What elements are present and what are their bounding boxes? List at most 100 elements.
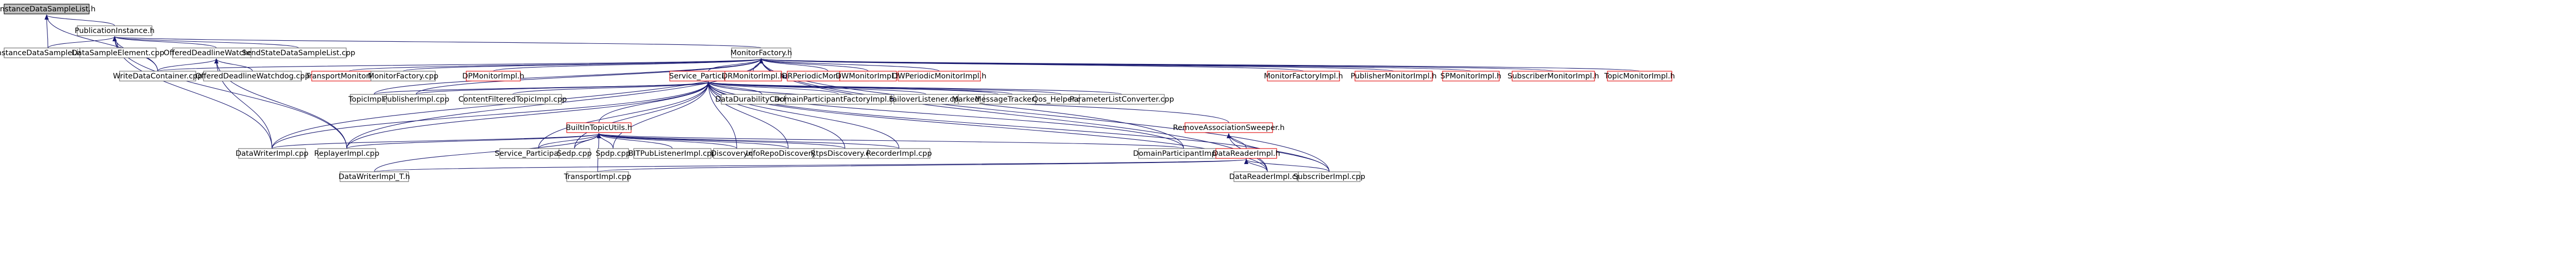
file-node-box xyxy=(463,94,562,105)
file-node-sub-cpp[interactable]: SubscriberImpl.cpp xyxy=(1293,171,1365,182)
file-node-box xyxy=(724,71,782,82)
file-node-box xyxy=(386,94,446,105)
file-node-box xyxy=(597,148,629,159)
file-node-ti-cpp[interactable]: TransportImpl.cpp xyxy=(564,171,632,182)
include-edge xyxy=(706,82,845,149)
file-node-pub-cpp[interactable]: PublisherImpl.cpp xyxy=(383,94,449,105)
file-node-label: OfferedDeadlineWatchdog.h xyxy=(164,49,269,57)
file-node-box xyxy=(785,94,892,105)
file-node-label: DWPeriodicMonitorImpl.h xyxy=(892,72,986,80)
file-node-box xyxy=(238,148,306,159)
file-node-box xyxy=(839,71,897,82)
include-edge xyxy=(346,133,601,149)
file-node-rep-cpp[interactable]: ReplayerImpl.cpp xyxy=(314,148,380,159)
file-node-odw-cpp[interactable]: OfferedDeadlineWatchdog.cpp xyxy=(195,71,310,82)
file-node-label: DRMonitorImpl.h xyxy=(722,72,785,80)
file-node-dse-cpp[interactable]: DataSampleElement.cpp xyxy=(72,47,164,58)
file-node-dwpmi-h: DWPeriodicMonitorImpl.h xyxy=(892,71,987,82)
file-node-inforepo-cpp[interactable]: InfoRepoDiscovery.cpp xyxy=(746,148,831,159)
include-edge xyxy=(44,14,115,26)
include-edge xyxy=(597,133,845,149)
file-node-box xyxy=(1354,71,1433,82)
file-node-odw-h[interactable]: OfferedDeadlineWatchdog.h xyxy=(164,47,269,58)
file-node-label: InfoRepoDiscovery.cpp xyxy=(746,150,831,158)
file-node-box xyxy=(868,148,930,159)
file-node-label: DPMonitorImpl.h xyxy=(462,72,524,80)
file-node-bitu-h: BuiltInTopicUtils.h xyxy=(566,122,632,133)
include-edge xyxy=(597,133,789,149)
file-node-fl-cpp[interactable]: FailoverListener.cpp xyxy=(889,94,963,105)
file-node-idsl-h[interactable]: InstanceDataSampleList.h xyxy=(0,4,95,14)
file-node-sedp-cpp[interactable]: Sedp.cpp xyxy=(557,148,592,159)
file-node-label: DomainParticipantImpl.cpp xyxy=(1133,150,1234,158)
include-edge xyxy=(415,82,710,95)
file-node-disc-cpp[interactable]: Discovery.cpp xyxy=(711,148,763,159)
file-node-rtps-cpp[interactable]: RtpsDiscovery.cpp xyxy=(810,148,879,159)
file-node-label: MessageTracker.cpp xyxy=(975,95,1050,104)
file-node-label: PublisherImpl.cpp xyxy=(383,95,449,104)
file-node-label: PublisherMonitorImpl.h xyxy=(1350,72,1436,80)
file-node-label: MonitorFactoryImpl.h xyxy=(1264,72,1343,80)
file-node-box xyxy=(1512,71,1595,82)
file-node-dpi-cpp[interactable]: DomainParticipantImpl.cpp xyxy=(1133,148,1234,159)
file-node-label: ReplayerImpl.cpp xyxy=(314,150,380,158)
file-node-box xyxy=(370,71,436,82)
file-node-box xyxy=(633,148,711,159)
file-node-dri-cpp[interactable]: DataReaderImpl.cpp xyxy=(1229,171,1306,182)
file-node-wdc-cpp[interactable]: WriteDataContainer.cpp xyxy=(113,71,202,82)
file-node-box xyxy=(466,71,521,82)
include-edge xyxy=(597,133,673,149)
file-node-box xyxy=(558,148,590,159)
include-edge xyxy=(415,58,764,95)
file-node-dpmi-h: DPMonitorImpl.h xyxy=(462,71,524,82)
file-node-mt-cpp[interactable]: MessageTracker.cpp xyxy=(975,94,1050,105)
file-node-box xyxy=(897,71,981,82)
include-edge xyxy=(597,133,900,149)
file-node-spdp-cpp[interactable]: Spdp.cpp xyxy=(596,148,631,159)
file-node-rec-cpp[interactable]: RecorderImpl.cpp xyxy=(866,148,932,159)
file-node-bit-cpp[interactable]: BITPubListenerImpl.cpp xyxy=(629,148,717,159)
file-node-dwi-t-h[interactable]: DataWriterImpl_T.h xyxy=(338,171,410,182)
file-node-dwi-cpp[interactable]: DataWriterImpl.cpp xyxy=(235,148,309,159)
file-node-sse-cpp[interactable]: SendStateDataSampleList.cpp xyxy=(242,47,355,58)
file-node-qh-cpp[interactable]: Qos_Helper.cpp xyxy=(1032,94,1091,105)
file-node-topmi-h: TopicMonitorImpl.h xyxy=(1604,71,1675,82)
file-node-dpf-cpp[interactable]: DomainParticipantFactoryImpl.cpp xyxy=(774,94,903,105)
file-node-box xyxy=(1267,71,1340,82)
file-node-box xyxy=(250,47,347,58)
file-node-pi-h[interactable]: PublicationInstance.h xyxy=(75,25,155,36)
file-node-label: DataDurabilityCache.cpp xyxy=(715,95,808,104)
file-node-plc-cpp[interactable]: ParameterListConverter.cpp xyxy=(1070,94,1174,105)
file-node-label: SubscriberMonitorImpl.h xyxy=(1507,72,1599,80)
file-node-label: InstanceDataSampleList.h xyxy=(0,5,95,13)
file-node-label: SendStateDataSampleList.cpp xyxy=(242,49,355,57)
file-node-box xyxy=(1079,94,1165,105)
include-edge xyxy=(538,82,710,149)
include-edge xyxy=(759,58,869,72)
file-node-idsl-cpp[interactable]: InstanceDataSampleList.cpp xyxy=(0,47,101,58)
include-edge xyxy=(112,36,299,48)
file-node-cbi-cpp[interactable]: ContentFilteredTopicImpl.cpp xyxy=(459,94,567,105)
include-edge xyxy=(113,36,762,48)
include-edge xyxy=(374,159,1248,172)
file-node-label: InstanceDataSampleList.cpp xyxy=(0,49,101,57)
file-node-box xyxy=(4,4,90,14)
file-node-label: DataReaderImpl.cpp xyxy=(1229,173,1306,181)
file-node-label: Spdp.cpp xyxy=(596,150,631,158)
file-node-box xyxy=(1298,171,1361,182)
file-node-label: BuiltInTopicUtils.h xyxy=(566,124,632,132)
file-node-box xyxy=(566,122,632,133)
include-edge xyxy=(706,82,1123,95)
include-edge xyxy=(157,58,218,72)
file-node-dwmi-h: DWMonitorImpl.h xyxy=(836,71,901,82)
file-node-dri-h: DataReaderImpl.h xyxy=(1212,148,1280,159)
include-edge xyxy=(157,58,763,72)
file-node-label: TransportImpl.cpp xyxy=(564,173,632,181)
file-node-mf-cpp[interactable]: MonitorFactory.cpp xyxy=(368,71,438,82)
file-node-label: Qos_Helper.cpp xyxy=(1032,95,1091,104)
include-edge xyxy=(597,133,1184,149)
file-node-mf-h[interactable]: MonitorFactory.h xyxy=(731,47,792,58)
file-node-label: PublicationInstance.h xyxy=(75,27,155,35)
file-node-box xyxy=(1215,148,1277,159)
file-node-box xyxy=(77,25,152,36)
